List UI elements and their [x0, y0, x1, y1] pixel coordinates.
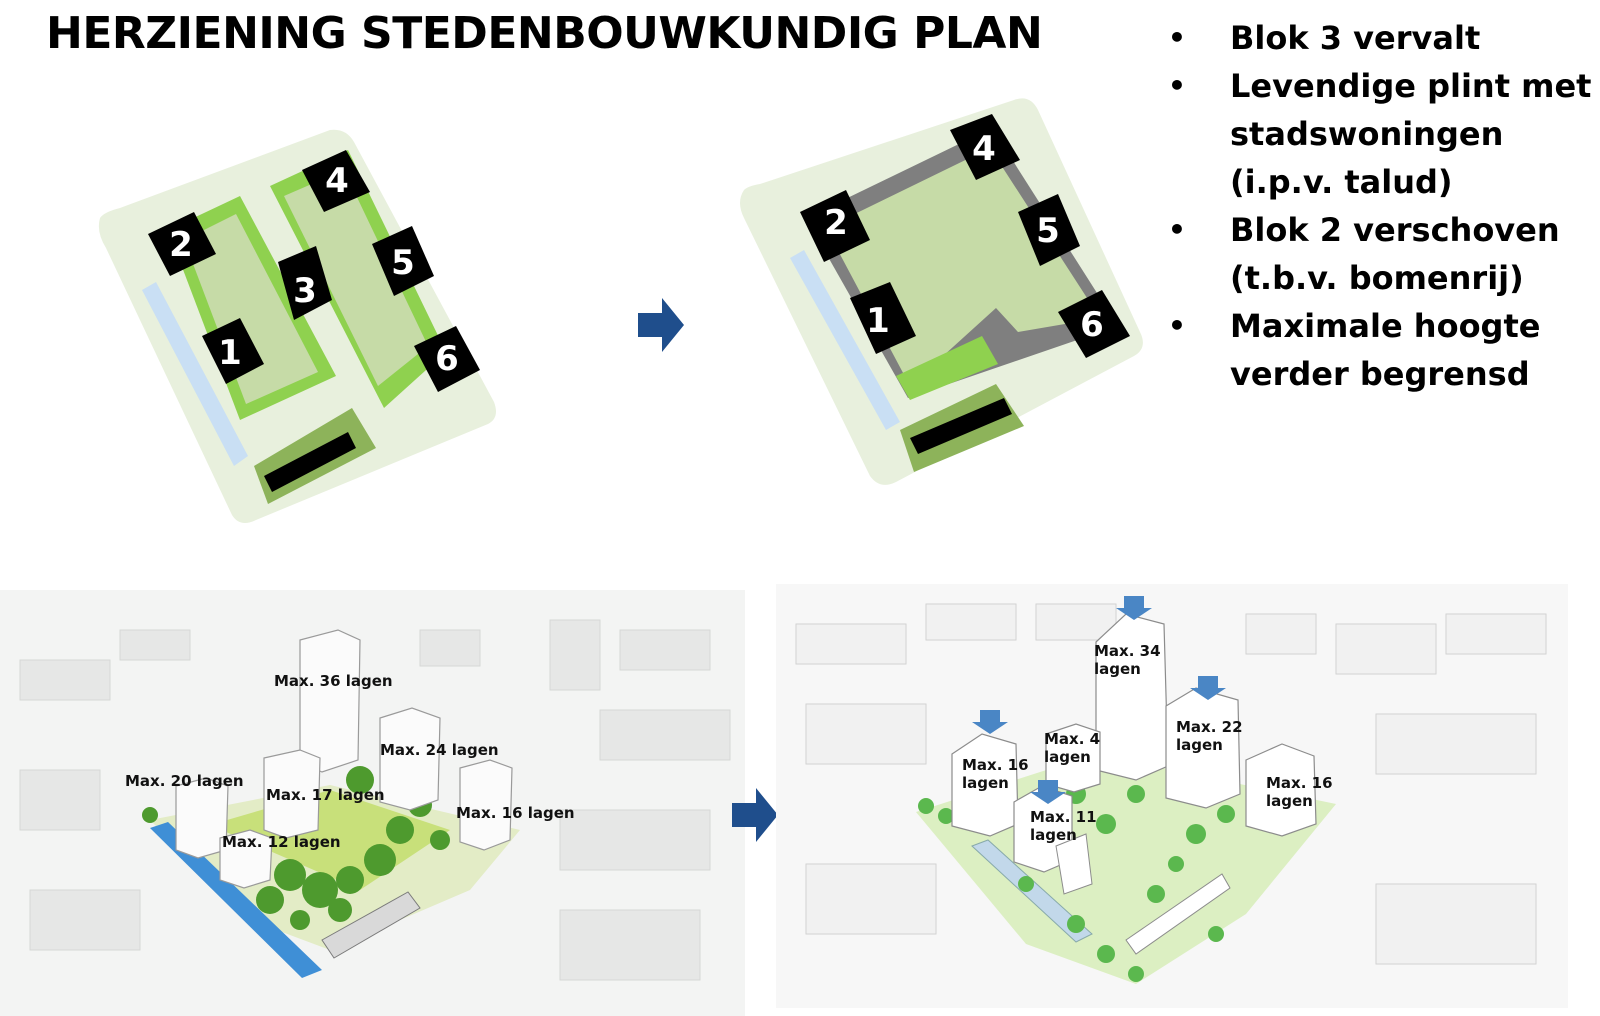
block-label: 2: [824, 203, 848, 243]
bullet-line: stadswoningen: [1230, 115, 1504, 153]
block-shape: [414, 326, 480, 392]
background-buildings: [19, 619, 731, 981]
height-label: Max. 16 lagen: [962, 756, 1034, 792]
block-shape: [950, 114, 1020, 180]
bullet-line: (i.p.v. talud): [1230, 163, 1453, 201]
background-buildings: [795, 603, 1547, 965]
green-plinth: [896, 336, 998, 400]
aerial-new-image: Max. 34 lagen Max. 22 lagen Max. 4 lagen…: [776, 584, 1568, 1008]
label-line: Max. 34: [1094, 642, 1161, 660]
down-arrow-icon: [972, 710, 1008, 734]
block-label: 3: [293, 271, 317, 311]
block-shape: [278, 246, 332, 320]
block-label: 1: [218, 333, 242, 373]
block-shape: [1018, 194, 1080, 266]
height-label: Max. 4 lagen: [1044, 730, 1105, 766]
height-label: Max. 16 lagen: [456, 804, 575, 822]
block-shape: [372, 226, 434, 296]
block-6: 6: [414, 326, 480, 392]
bullet-line: (t.b.v. bomenrij): [1230, 259, 1524, 297]
bullet-line: Blok 3 vervalt: [1230, 19, 1481, 57]
height-label: Max. 12 lagen: [222, 833, 341, 851]
height-label: Max. 34 lagen: [1094, 642, 1166, 678]
block-label: 5: [1036, 211, 1060, 251]
block-4: 4: [302, 150, 370, 212]
label-line: lagen: [962, 774, 1009, 792]
block-2: 2: [800, 190, 870, 262]
label-line: Max. 11: [1030, 808, 1097, 826]
height-label: Max. 16 lagen: [1266, 774, 1338, 810]
courtyard-west: [184, 214, 318, 404]
label-line: Max. 16: [962, 756, 1029, 774]
block-3: 3: [278, 246, 332, 320]
down-arrow-icon: [1190, 676, 1226, 700]
label-line: Max. 16: [1266, 774, 1333, 792]
block-label: 6: [1080, 305, 1104, 345]
canal: [971, 839, 1093, 943]
label-line: lagen: [1266, 792, 1313, 810]
bullet-line: verder begrensd: [1230, 355, 1530, 393]
plan-new-diagram: 1 2 4 5 6: [740, 98, 1143, 485]
block-6: 6: [1058, 290, 1130, 358]
height-label: Max. 11 lagen: [1030, 808, 1102, 844]
water-strip: [142, 282, 248, 466]
block-label: 4: [325, 161, 349, 201]
block-label: 2: [169, 225, 193, 265]
block-2: 2: [148, 212, 216, 276]
bullet-line: Maximale hoogte: [1230, 307, 1541, 345]
label-line: lagen: [1044, 748, 1091, 766]
courtyard-east: [284, 170, 428, 386]
block-1: 1: [850, 282, 916, 354]
pavilion-roof: [264, 432, 356, 492]
bullet-item: Levendige plint met stadswoningen (i.p.v…: [1168, 62, 1592, 206]
block-5: 5: [372, 226, 434, 296]
pavilion-roof: [321, 891, 421, 959]
down-arrow-icon: [1116, 596, 1152, 620]
arrow-right-icon: [732, 788, 778, 842]
rowhouses: [1055, 833, 1231, 955]
bullet-item: Maximale hoogte verder begrensd: [1168, 302, 1588, 398]
canal: [150, 822, 322, 978]
block-label: 5: [391, 243, 415, 283]
block-label: 6: [435, 339, 459, 379]
bullet-item: Blok 2 verschoven (t.b.v. bomenrij): [1168, 206, 1588, 302]
block-shape: [148, 212, 216, 276]
height-label: Max. 17 lagen: [266, 786, 385, 804]
label-line: lagen: [1030, 826, 1077, 844]
block-1: 1: [202, 318, 264, 384]
height-label: Max. 24 lagen: [380, 741, 499, 759]
water-strip: [790, 250, 900, 430]
block-label: 1: [866, 301, 890, 341]
bullet-line: Levendige plint met: [1230, 67, 1592, 105]
block-shape: [850, 282, 916, 354]
block-shape: [202, 318, 264, 384]
bullet-line: Blok 2 verschoven: [1230, 211, 1560, 249]
label-line: lagen: [1176, 736, 1223, 754]
bullet-item: Blok 3 vervalt: [1168, 14, 1588, 62]
block-shape: [800, 190, 870, 262]
block-4: 4: [950, 114, 1020, 180]
block-shape: [1058, 290, 1130, 358]
towers: [951, 613, 1317, 873]
height-label: Max. 36 lagen: [274, 672, 393, 690]
label-line: Max. 22: [1176, 718, 1243, 736]
block-5: 5: [1018, 194, 1080, 266]
block-label: 4: [972, 129, 996, 169]
towers: [175, 629, 513, 889]
aerial-old-image: Max. 36 lagen Max. 24 lagen Max. 20 lage…: [0, 590, 745, 1016]
label-line: lagen: [1094, 660, 1141, 678]
page-title: HERZIENING STEDENBOUWKUNDIG PLAN: [46, 8, 1043, 59]
block-shape: [302, 150, 370, 212]
pavilion-roof: [910, 398, 1012, 454]
height-label: Max. 20 lagen: [125, 772, 244, 790]
down-arrow-icons: [972, 596, 1226, 804]
plan-old-diagram: 1 2 3 4 5 6: [98, 129, 496, 524]
label-line: Max. 4: [1044, 730, 1100, 748]
height-label: Max. 22 lagen: [1176, 718, 1248, 754]
bullet-list: Blok 3 vervalt Levendige plint met stads…: [1168, 14, 1592, 398]
down-arrow-icon: [1030, 780, 1066, 804]
arrow-right-icon: [638, 298, 684, 352]
